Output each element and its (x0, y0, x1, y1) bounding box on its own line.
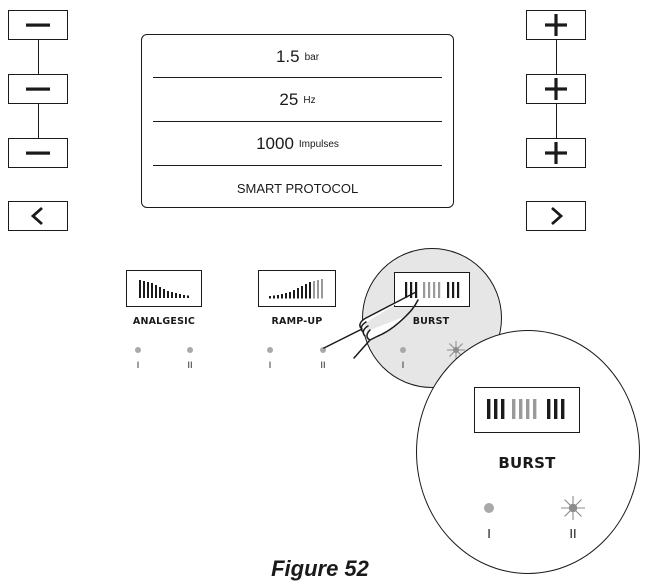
analgesic-mode-button[interactable] (126, 270, 202, 307)
pressure-minus-button[interactable] (8, 10, 68, 40)
frequency-readout: 25 Hz (142, 78, 453, 122)
burst-bars-icon (487, 399, 565, 419)
impulses-plus-button[interactable] (526, 138, 586, 168)
plus-icon (545, 78, 567, 100)
ramp-up-led-2 (320, 347, 326, 353)
connector-line (556, 40, 557, 74)
zoom-circle (416, 330, 640, 574)
pressure-unit: bar (304, 51, 320, 63)
burst-mode-button[interactable] (394, 272, 470, 307)
pressure-value: 1.5 (275, 47, 300, 66)
analgesic-led-1-label: I (136, 360, 140, 370)
burst-led-1 (400, 347, 406, 353)
plus-icon (545, 14, 567, 36)
pressure-plus-button[interactable] (526, 10, 586, 40)
figure-caption: Figure 52 (271, 556, 369, 581)
analgesic-led-2-label: II (187, 360, 193, 370)
frequency-minus-button[interactable] (8, 74, 68, 104)
analgesic-led-2 (187, 347, 193, 353)
display-divider (153, 121, 442, 122)
frequency-value: 25 (279, 90, 299, 109)
sun-led-icon (561, 496, 585, 520)
impulses-readout: 1000 Impulses (142, 122, 453, 166)
impulses-unit: Impulses (298, 138, 339, 150)
impulses-minus-button[interactable] (8, 138, 68, 168)
analgesic-led-1 (135, 347, 141, 353)
increasing-bars-icon (269, 279, 323, 299)
zoom-led-2-label: II (569, 526, 577, 541)
parameter-display: 1.5 bar 25 Hz 1000 Impulses SMART PROTOCOL (141, 34, 454, 208)
burst-label: BURST (412, 316, 450, 327)
frequency-unit: Hz (303, 94, 316, 106)
analgesic-label: ANALGESIC (132, 316, 196, 327)
frequency-plus-button[interactable] (526, 74, 586, 104)
ramp-up-label: RAMP-UP (271, 316, 323, 327)
connector-line (38, 104, 39, 138)
ramp-up-mode-button[interactable] (258, 270, 336, 307)
ramp-up-led-1-label: I (268, 360, 272, 370)
plus-icon (545, 142, 567, 164)
hand-pointer-icon (323, 291, 419, 359)
ramp-up-led-1 (267, 347, 273, 353)
display-divider (153, 165, 442, 166)
previous-button[interactable] (8, 201, 68, 231)
decreasing-bars-icon (139, 280, 189, 298)
next-button[interactable] (526, 201, 586, 231)
zoom-led-1-label: I (487, 526, 491, 541)
minus-icon (26, 151, 50, 155)
chevron-left-icon (30, 206, 43, 226)
connector-line (556, 104, 557, 138)
protocol-label: SMART PROTOCOL (236, 180, 359, 196)
pressure-readout: 1.5 bar (142, 35, 453, 79)
burst-bars-icon (405, 282, 460, 298)
chevron-right-icon (551, 206, 564, 226)
connector-line (38, 40, 39, 74)
minus-icon (26, 23, 50, 27)
display-divider (153, 77, 442, 78)
minus-icon (26, 87, 50, 91)
sun-led-icon (447, 341, 465, 359)
ramp-up-led-2-label: II (320, 360, 326, 370)
burst-led-1-label: I (401, 360, 405, 370)
zoom-burst-label: BURST (498, 454, 556, 472)
zoom-led-1 (484, 503, 494, 513)
impulses-value: 1000 (256, 134, 294, 153)
zoom-burst-button (474, 387, 580, 433)
